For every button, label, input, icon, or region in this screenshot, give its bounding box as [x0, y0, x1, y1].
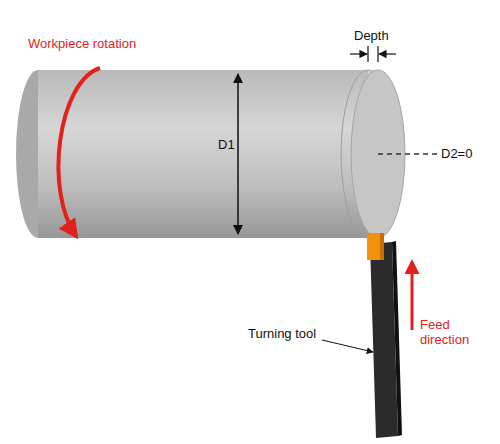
turning-tool: [367, 233, 402, 438]
feed-arrow: [411, 262, 414, 330]
part-name: Turning tool: [248, 327, 316, 342]
center-line: [378, 153, 437, 155]
dimension-label: Depth: [354, 29, 389, 44]
rotation-arrow: [58, 68, 100, 236]
feed-label: Feed direction: [420, 318, 482, 348]
diameter-label: D1: [218, 138, 235, 153]
rotation-label: Workpiece rotation: [28, 37, 136, 52]
depth-dimension: [350, 46, 396, 62]
leader-line: [322, 340, 373, 352]
diameter-arrow: [237, 74, 239, 234]
diameter-label: D2=0: [441, 147, 472, 162]
